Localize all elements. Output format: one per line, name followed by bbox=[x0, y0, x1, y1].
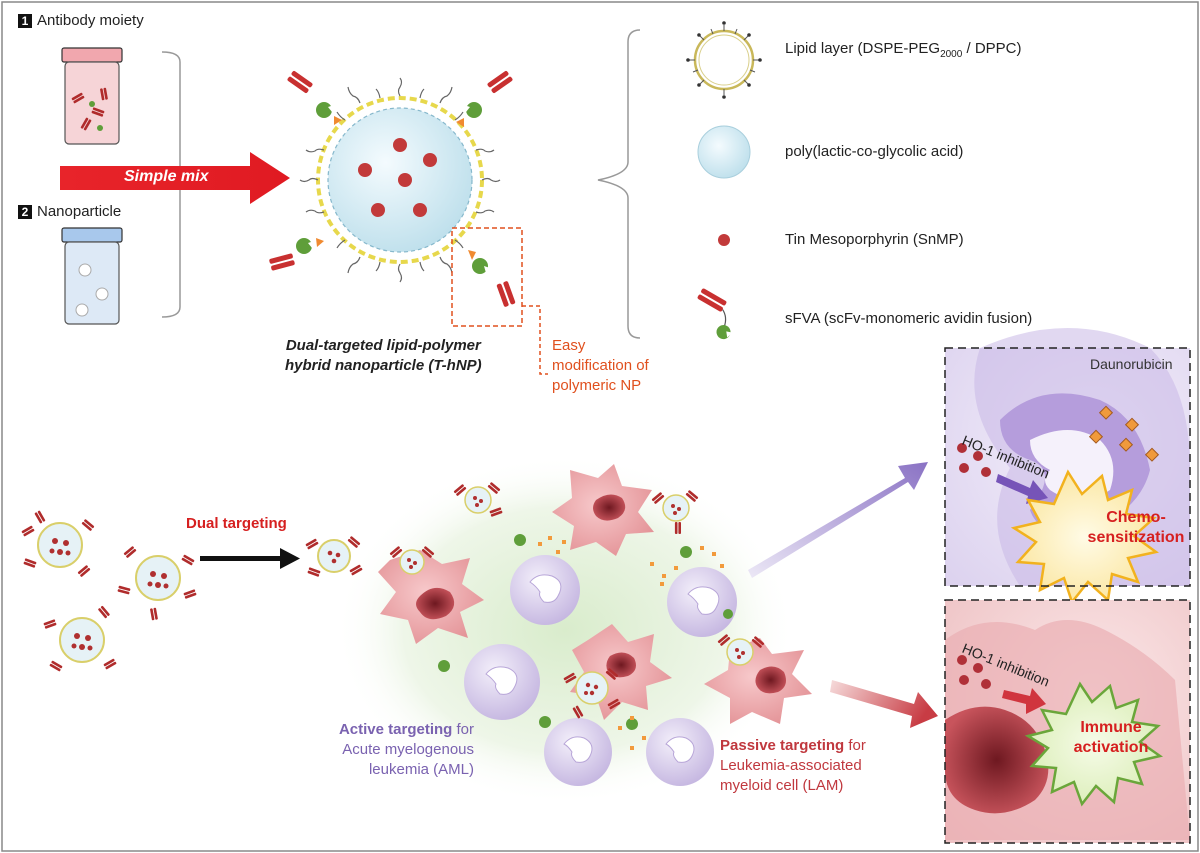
to-aml-effect-arrow bbox=[748, 462, 928, 578]
small-nanoparticle-group-icon bbox=[21, 510, 197, 672]
aml-cell-icon bbox=[510, 555, 580, 625]
aml-cell-icon bbox=[544, 718, 612, 786]
daunorubicin-label: Daunorubicin bbox=[1090, 356, 1173, 372]
lam-cell-icon bbox=[552, 464, 654, 556]
legend-snmp-label: Tin Mesoporphyrin (SnMP) bbox=[785, 231, 964, 248]
highlight-leader-line bbox=[522, 305, 548, 375]
chemo-line1: Chemo- bbox=[1106, 509, 1166, 526]
chemosensitization-panel bbox=[945, 328, 1190, 605]
t-hnp-caption: Dual-targeted lipid-polymer hybrid nanop… bbox=[285, 336, 482, 376]
step-1-label: 1 Antibody moiety bbox=[18, 12, 144, 29]
antibody-jar-icon bbox=[61, 47, 123, 145]
passive-targeting-label: Passive targeting for Leukemia-associate… bbox=[720, 737, 866, 794]
aml-cell-icon bbox=[646, 718, 714, 786]
t-hnp-caption-line1: Dual-targeted lipid-polymer bbox=[285, 337, 481, 354]
easy-line3: polymeric NP bbox=[552, 377, 642, 394]
passive-line3: myeloid cell (LAM) bbox=[720, 777, 844, 794]
step-2-number: 2 bbox=[18, 205, 32, 219]
aml-cell-icon bbox=[667, 567, 737, 637]
dual-targeting-arrow bbox=[200, 548, 300, 569]
active-line2: Acute myelogenous bbox=[342, 741, 474, 758]
snmp-dot-icon bbox=[718, 234, 730, 246]
aml-cell-icon bbox=[464, 644, 540, 720]
immune-line1: Immune bbox=[1080, 719, 1142, 736]
lipid-layer-icon bbox=[686, 21, 762, 99]
easy-modification-label: Easy modification of polymeric NP bbox=[552, 336, 649, 396]
step-2-label: 2 Nanoparticle bbox=[18, 203, 121, 220]
active-line3: leukemia (AML) bbox=[368, 761, 474, 778]
to-lam-effect-arrow bbox=[830, 680, 938, 728]
t-hnp-caption-line2: hybrid nanoparticle (T-hNP) bbox=[285, 357, 482, 374]
avidin-binder-icons bbox=[438, 534, 733, 730]
easy-line1: Easy bbox=[552, 337, 586, 354]
lam-cell-icon bbox=[570, 624, 672, 720]
legend-plga-label: poly(lactic-co-glycolic acid) bbox=[785, 143, 964, 160]
plga-core-icon bbox=[697, 125, 751, 179]
legend-lipid-label: Lipid layer (DSPE-PEG2000 / DPPC) bbox=[785, 40, 1022, 60]
active-targeting-bold: Active targeting bbox=[338, 721, 453, 738]
t-hnp-nanoparticle-icon bbox=[269, 70, 516, 307]
easy-line2: modification of bbox=[552, 357, 649, 374]
simple-mix-label: Simple mix bbox=[124, 168, 209, 185]
immune-activation-label: Immune activation bbox=[1060, 718, 1162, 758]
step-1-text: Antibody moiety bbox=[37, 12, 144, 29]
immune-activation-panel bbox=[945, 600, 1190, 843]
drug-particles-icon bbox=[538, 536, 724, 750]
dual-targeting-label: Dual targeting bbox=[186, 515, 287, 532]
passive-targeting-bold: Passive targeting bbox=[720, 737, 845, 754]
panel-bottom-border bbox=[944, 599, 1191, 844]
chemo-line2: sensitization bbox=[1087, 529, 1185, 546]
immune-line2: activation bbox=[1073, 739, 1149, 756]
simple-mix-arrow bbox=[60, 152, 290, 204]
tumor-microenvironment-bg bbox=[335, 455, 795, 805]
lam-cell-icon bbox=[378, 550, 484, 644]
step-2-text: Nanoparticle bbox=[37, 203, 122, 220]
passive-line2: Leukemia-associated bbox=[720, 757, 862, 774]
panel-top-border bbox=[944, 347, 1191, 587]
modification-highlight-box bbox=[451, 227, 523, 327]
bound-nanoparticles-icon bbox=[389, 481, 765, 719]
step-1-number: 1 bbox=[18, 14, 32, 28]
legend-sfva-label: sFVA (scFv-monomeric avidin fusion) bbox=[785, 310, 1033, 327]
chemosensitization-label: Chemo- sensitization bbox=[1082, 508, 1190, 548]
targeting-nanoparticle-icon bbox=[305, 535, 363, 577]
nanoparticle-jar-icon bbox=[61, 227, 123, 325]
legend-bracket bbox=[597, 29, 641, 339]
sfva-icon bbox=[697, 288, 733, 340]
active-targeting-label: Active targeting for Acute myelogenous l… bbox=[314, 720, 474, 780]
